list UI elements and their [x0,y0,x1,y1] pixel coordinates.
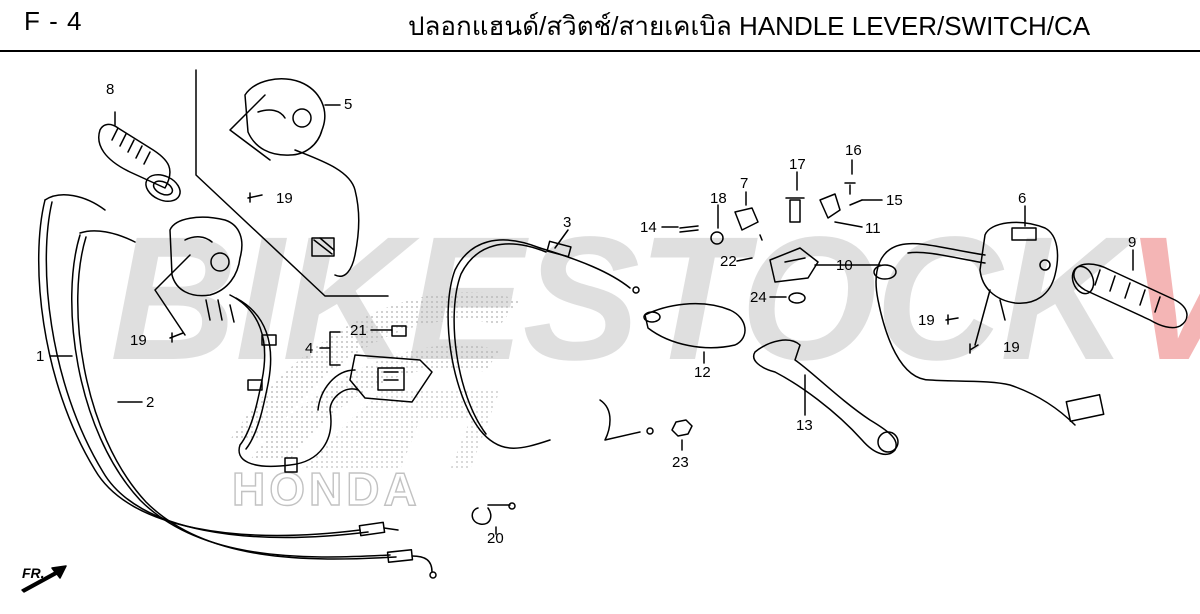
callout-22: 22 [720,253,737,270]
callout-6: 6 [1018,190,1027,207]
bolt-19-upper [247,192,263,203]
switch-unit [317,325,433,411]
callout-18: 18 [710,190,727,207]
nut-23 [671,419,693,437]
callout-16: 16 [845,142,862,159]
callout-5: 5 [344,96,353,113]
callout-15: 15 [886,192,903,209]
callout-13: 13 [796,417,813,434]
upper-switch-housing [229,78,360,277]
clutch-cable [447,239,654,449]
callout-2: 2 [146,394,155,411]
lever-cover [643,302,746,349]
callout-4: 4 [305,340,314,357]
callout-1: 1 [36,348,45,365]
page-code: F - 4 [24,6,83,36]
bolt-19-right-lower [969,343,979,354]
right-grip [1071,263,1188,329]
callout-19-right-lower: 19 [1003,339,1020,356]
callout-19-left: 19 [130,332,147,349]
left-grip [98,123,181,203]
callout-20: 20 [487,530,504,547]
front-direction-arrow [21,565,67,593]
callout-10: 10 [836,257,853,274]
front-direction-label: FR. [22,565,45,581]
leader-lines [49,104,1134,535]
bolt-19-left [169,332,184,343]
callout-9: 9 [1128,234,1137,251]
brake-lever [753,339,899,456]
right-switch-housing [873,221,1105,426]
callout-19-right-upper: 19 [918,312,935,329]
page-header: F - 4 ปลอกแฮนด์/สวิตช์/สายเคเบิล HANDLE … [0,0,1200,52]
callout-7: 7 [740,175,749,192]
wire-clip-20 [471,502,516,525]
callout-12: 12 [694,364,711,381]
callout-14: 14 [640,219,657,236]
callout-24: 24 [750,289,767,306]
left-switch-housing [154,216,359,473]
callout-17: 17 [789,156,806,173]
callout-23: 23 [672,454,689,471]
callout-3: 3 [563,214,572,231]
lever-bracket [679,182,863,304]
bolt-19-right-upper [945,314,959,325]
honda-logo-text: HONDA [232,463,421,515]
callout-19-upper: 19 [276,190,293,207]
page-title: ปลอกแฮนด์/สวิตช์/สายเคเบิล HANDLE LEVER/… [408,11,1091,41]
callout-11: 11 [865,220,881,237]
throttle-cables [38,194,437,579]
callout-8: 8 [106,81,115,98]
honda-wing-logo: HONDA [230,292,520,516]
callout-21: 21 [350,322,367,339]
subassembly-frame [195,69,389,297]
